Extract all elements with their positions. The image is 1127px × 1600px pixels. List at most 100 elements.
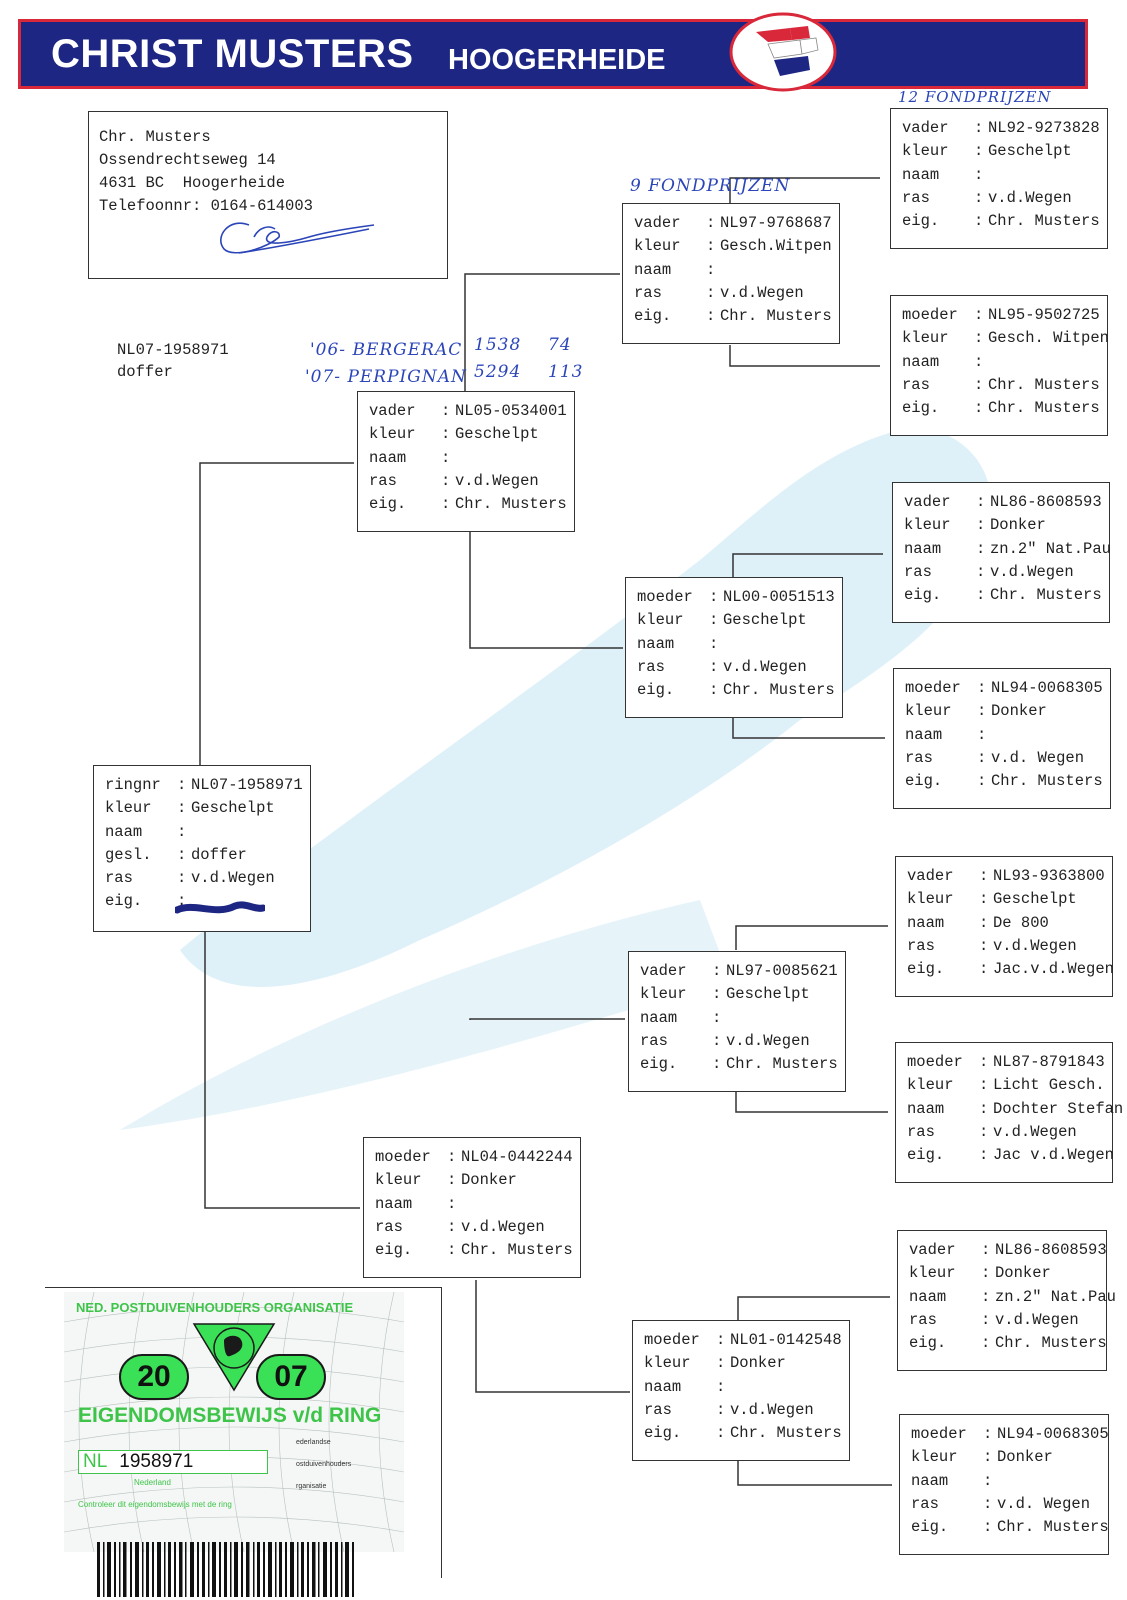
field-value: v.d.Wegen [461,1217,545,1236]
field-value: NL07-1958971 [191,776,303,794]
field-colon: : [712,1031,722,1050]
field-label: ras [904,562,932,581]
owner-name: Chr. Musters [99,128,211,146]
field-colon: : [716,1424,726,1443]
field-label: ras [902,375,930,394]
field-colon: : [709,611,719,630]
field-label: eig. [634,307,672,326]
field-colon: : [977,679,987,697]
field-label: kleur [634,237,681,256]
card-row: naam: [902,164,1097,187]
card-row: eig.: [105,890,300,913]
field-label: vader [369,402,416,420]
field-value: Donker [730,1354,786,1373]
field-colon: : [981,1241,991,1259]
card-row: naam:zn.2" Nat.Pau [904,538,1111,561]
field-colon: : [177,776,187,794]
field-value: v.d.Wegen [191,869,275,888]
field-value: NL97-9768687 [720,214,832,232]
field-colon: : [983,1425,993,1443]
field-colon: : [983,1471,993,1490]
field-label: naam [905,725,943,744]
field-value: doffer [191,845,247,864]
field-colon: : [974,188,984,207]
field-label: eig. [375,1241,413,1260]
field-colon: : [976,586,986,605]
field-colon: : [979,890,989,909]
field-value: Geschelpt [455,425,539,444]
field-label: eig. [909,1334,947,1353]
field-value: Geschelpt [191,799,275,818]
field-colon: : [981,1310,991,1329]
field-label: vader [907,867,954,885]
field-value: v.d.Wegen [455,471,539,490]
card-row: ras:Chr. Musters [902,374,1100,397]
card-row: naam: [634,259,829,282]
field-label: vader [909,1241,956,1259]
field-label: kleur [911,1448,958,1467]
card-row: ras:v.d.Wegen [640,1030,835,1053]
card-year-left: 20 [119,1354,189,1400]
field-label: naam [640,1008,678,1027]
ring-card-frame [45,1287,442,1578]
field-colon: : [709,657,719,676]
field-value: zn.2" Nat.Pau [990,539,1111,558]
card-row: kleur:Geschelpt [105,797,300,820]
card-row: kleur:Geschelpt [907,888,1102,911]
field-value: Donker [461,1171,517,1190]
owner-phone: Telefoonnr: 0164-614003 [99,197,313,215]
field-label: naam [909,1287,947,1306]
field-colon: : [706,307,716,326]
card-year-right: 07 [256,1354,326,1400]
field-label: eig. [637,681,675,700]
field-value: v.d. Wegen [997,1494,1091,1513]
field-colon: : [977,725,987,744]
card-row: naam: [905,724,1100,747]
card-row: kleur:Donker [905,700,1100,723]
field-label: ras [640,1031,668,1050]
field-label: kleur [644,1354,691,1373]
ring-ownership-card: NED. POSTDUIVENHOUDERS ORGANISATIE 20 07… [64,1292,404,1552]
card-row: naam:De 800 [907,912,1102,935]
field-label: ras [905,748,933,767]
card-row: ringnr:NL07-1958971 [105,774,303,797]
field-label: vader [904,493,951,511]
card-row: moeder:NL87-8791843 [907,1051,1105,1074]
field-value: Chr. Musters [461,1241,573,1260]
card-row: ras:v.d.Wegen [907,1121,1102,1144]
field-label: naam [904,539,942,558]
field-value: Jac.v.d.Wegen [993,960,1114,979]
field-value: NL05-0534001 [455,402,567,420]
field-colon: : [977,772,987,791]
field-colon: : [979,1076,989,1095]
field-value: NL00-0051513 [723,588,835,606]
field-value: NL01-0142548 [730,1331,842,1349]
card-row: ras:v.d.Wegen [369,470,564,493]
field-value: Chr. Musters [997,1518,1109,1537]
field-colon: : [712,1055,722,1074]
card-row: moeder:NL00-0051513 [637,586,835,609]
field-label: moeder [905,679,961,697]
field-colon: : [177,845,187,864]
field-value: Donker [997,1448,1053,1467]
field-value: Chr. Musters [988,375,1100,394]
field-label: vader [902,119,949,137]
field-value: v.d.Wegen [993,1122,1077,1141]
field-colon: : [979,1099,989,1118]
card-ring-number: 1958971 [119,1451,194,1472]
field-label: naam [634,260,672,279]
field-label: naam [902,352,940,371]
card-row: vader:NL05-0534001 [369,400,567,423]
field-value: Donker [995,1264,1051,1283]
field-colon: : [709,588,719,606]
card-row: kleur:Donker [911,1446,1098,1469]
field-colon: : [974,142,984,161]
field-label: kleur [902,329,949,348]
field-colon: : [706,214,716,232]
